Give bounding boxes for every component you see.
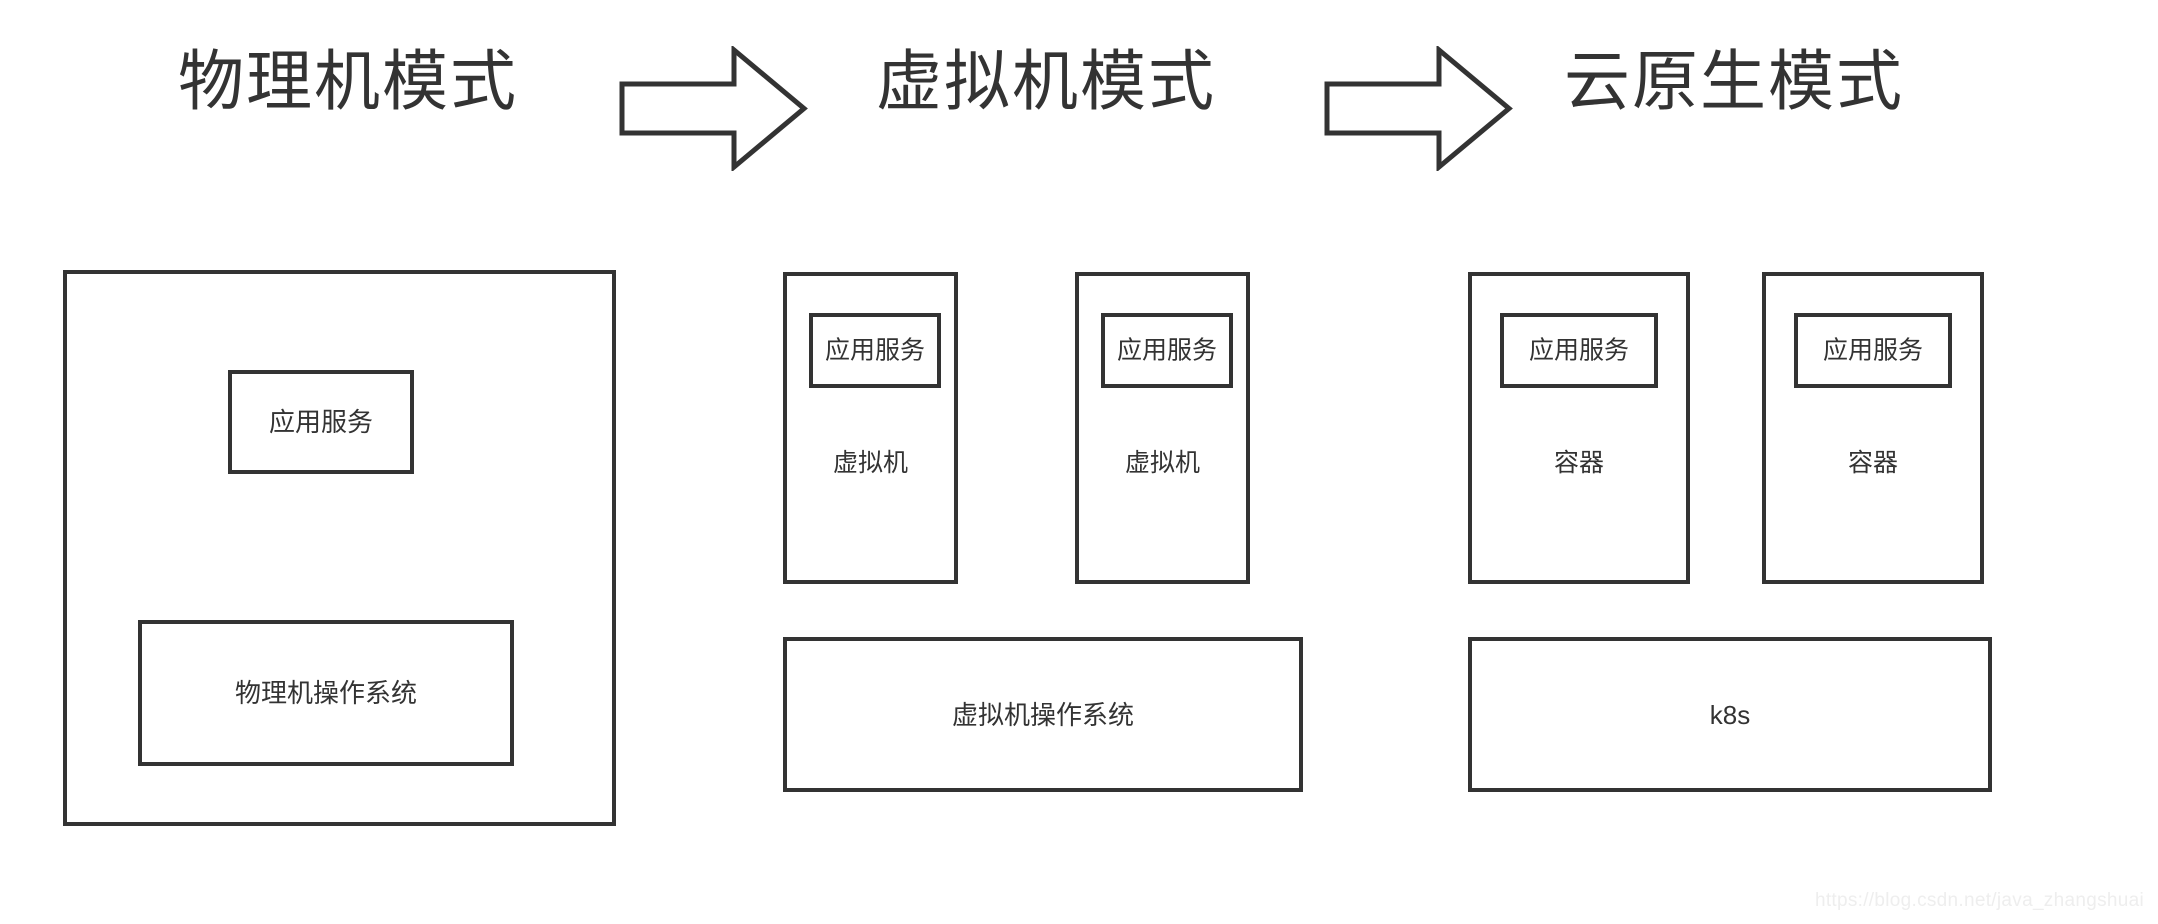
vm2-app-service-label: 应用服务 xyxy=(1116,336,1217,364)
physical-machine-os-label: 物理机操作系统 xyxy=(234,678,417,708)
container2-app-service-box: 应用服务 xyxy=(1794,313,1952,388)
watermark-url: https://blog.csdn.net/java_zhangshuai xyxy=(1814,890,2144,911)
container-box-1: 应用服务 容器 xyxy=(1468,272,1690,584)
k8s-platform-box: k8s xyxy=(1468,637,1992,792)
virtual-machine-os-label: 虚拟机操作系统 xyxy=(951,699,1134,730)
physical-machine-os-box: 物理机操作系统 xyxy=(138,620,514,766)
physical-machine-app-service-label: 应用服务 xyxy=(268,407,373,437)
k8s-platform-label: k8s xyxy=(1709,699,1751,730)
virtual-machine-os-box: 虚拟机操作系统 xyxy=(783,637,1303,792)
container2-runtime-label: 容器 xyxy=(1847,449,1898,477)
arrow-right-icon-2 xyxy=(1323,46,1513,171)
virtual-machine-box-2: 应用服务 虚拟机 xyxy=(1075,272,1250,584)
vm2-app-service-box: 应用服务 xyxy=(1101,313,1233,388)
container1-app-service-box: 应用服务 xyxy=(1500,313,1658,388)
vm2-runtime-label: 虚拟机 xyxy=(1124,449,1200,477)
container1-app-service-label: 应用服务 xyxy=(1528,336,1629,364)
vm1-runtime-label: 虚拟机 xyxy=(832,449,908,477)
title-virtual-machine-mode: 虚拟机模式 xyxy=(876,44,1216,118)
vm1-app-service-label: 应用服务 xyxy=(824,336,925,364)
container1-runtime-label: 容器 xyxy=(1553,449,1604,477)
physical-machine-app-service-box: 应用服务 xyxy=(228,370,414,474)
container-box-2: 应用服务 容器 xyxy=(1762,272,1984,584)
title-physical-machine-mode: 物理机模式 xyxy=(178,44,518,118)
container2-app-service-label: 应用服务 xyxy=(1822,336,1923,364)
virtual-machine-box-1: 应用服务 虚拟机 xyxy=(783,272,958,584)
title-cloud-native-mode: 云原生模式 xyxy=(1564,44,1904,118)
vm1-app-service-box: 应用服务 xyxy=(809,313,941,388)
arrow-right-icon-1 xyxy=(618,46,808,171)
